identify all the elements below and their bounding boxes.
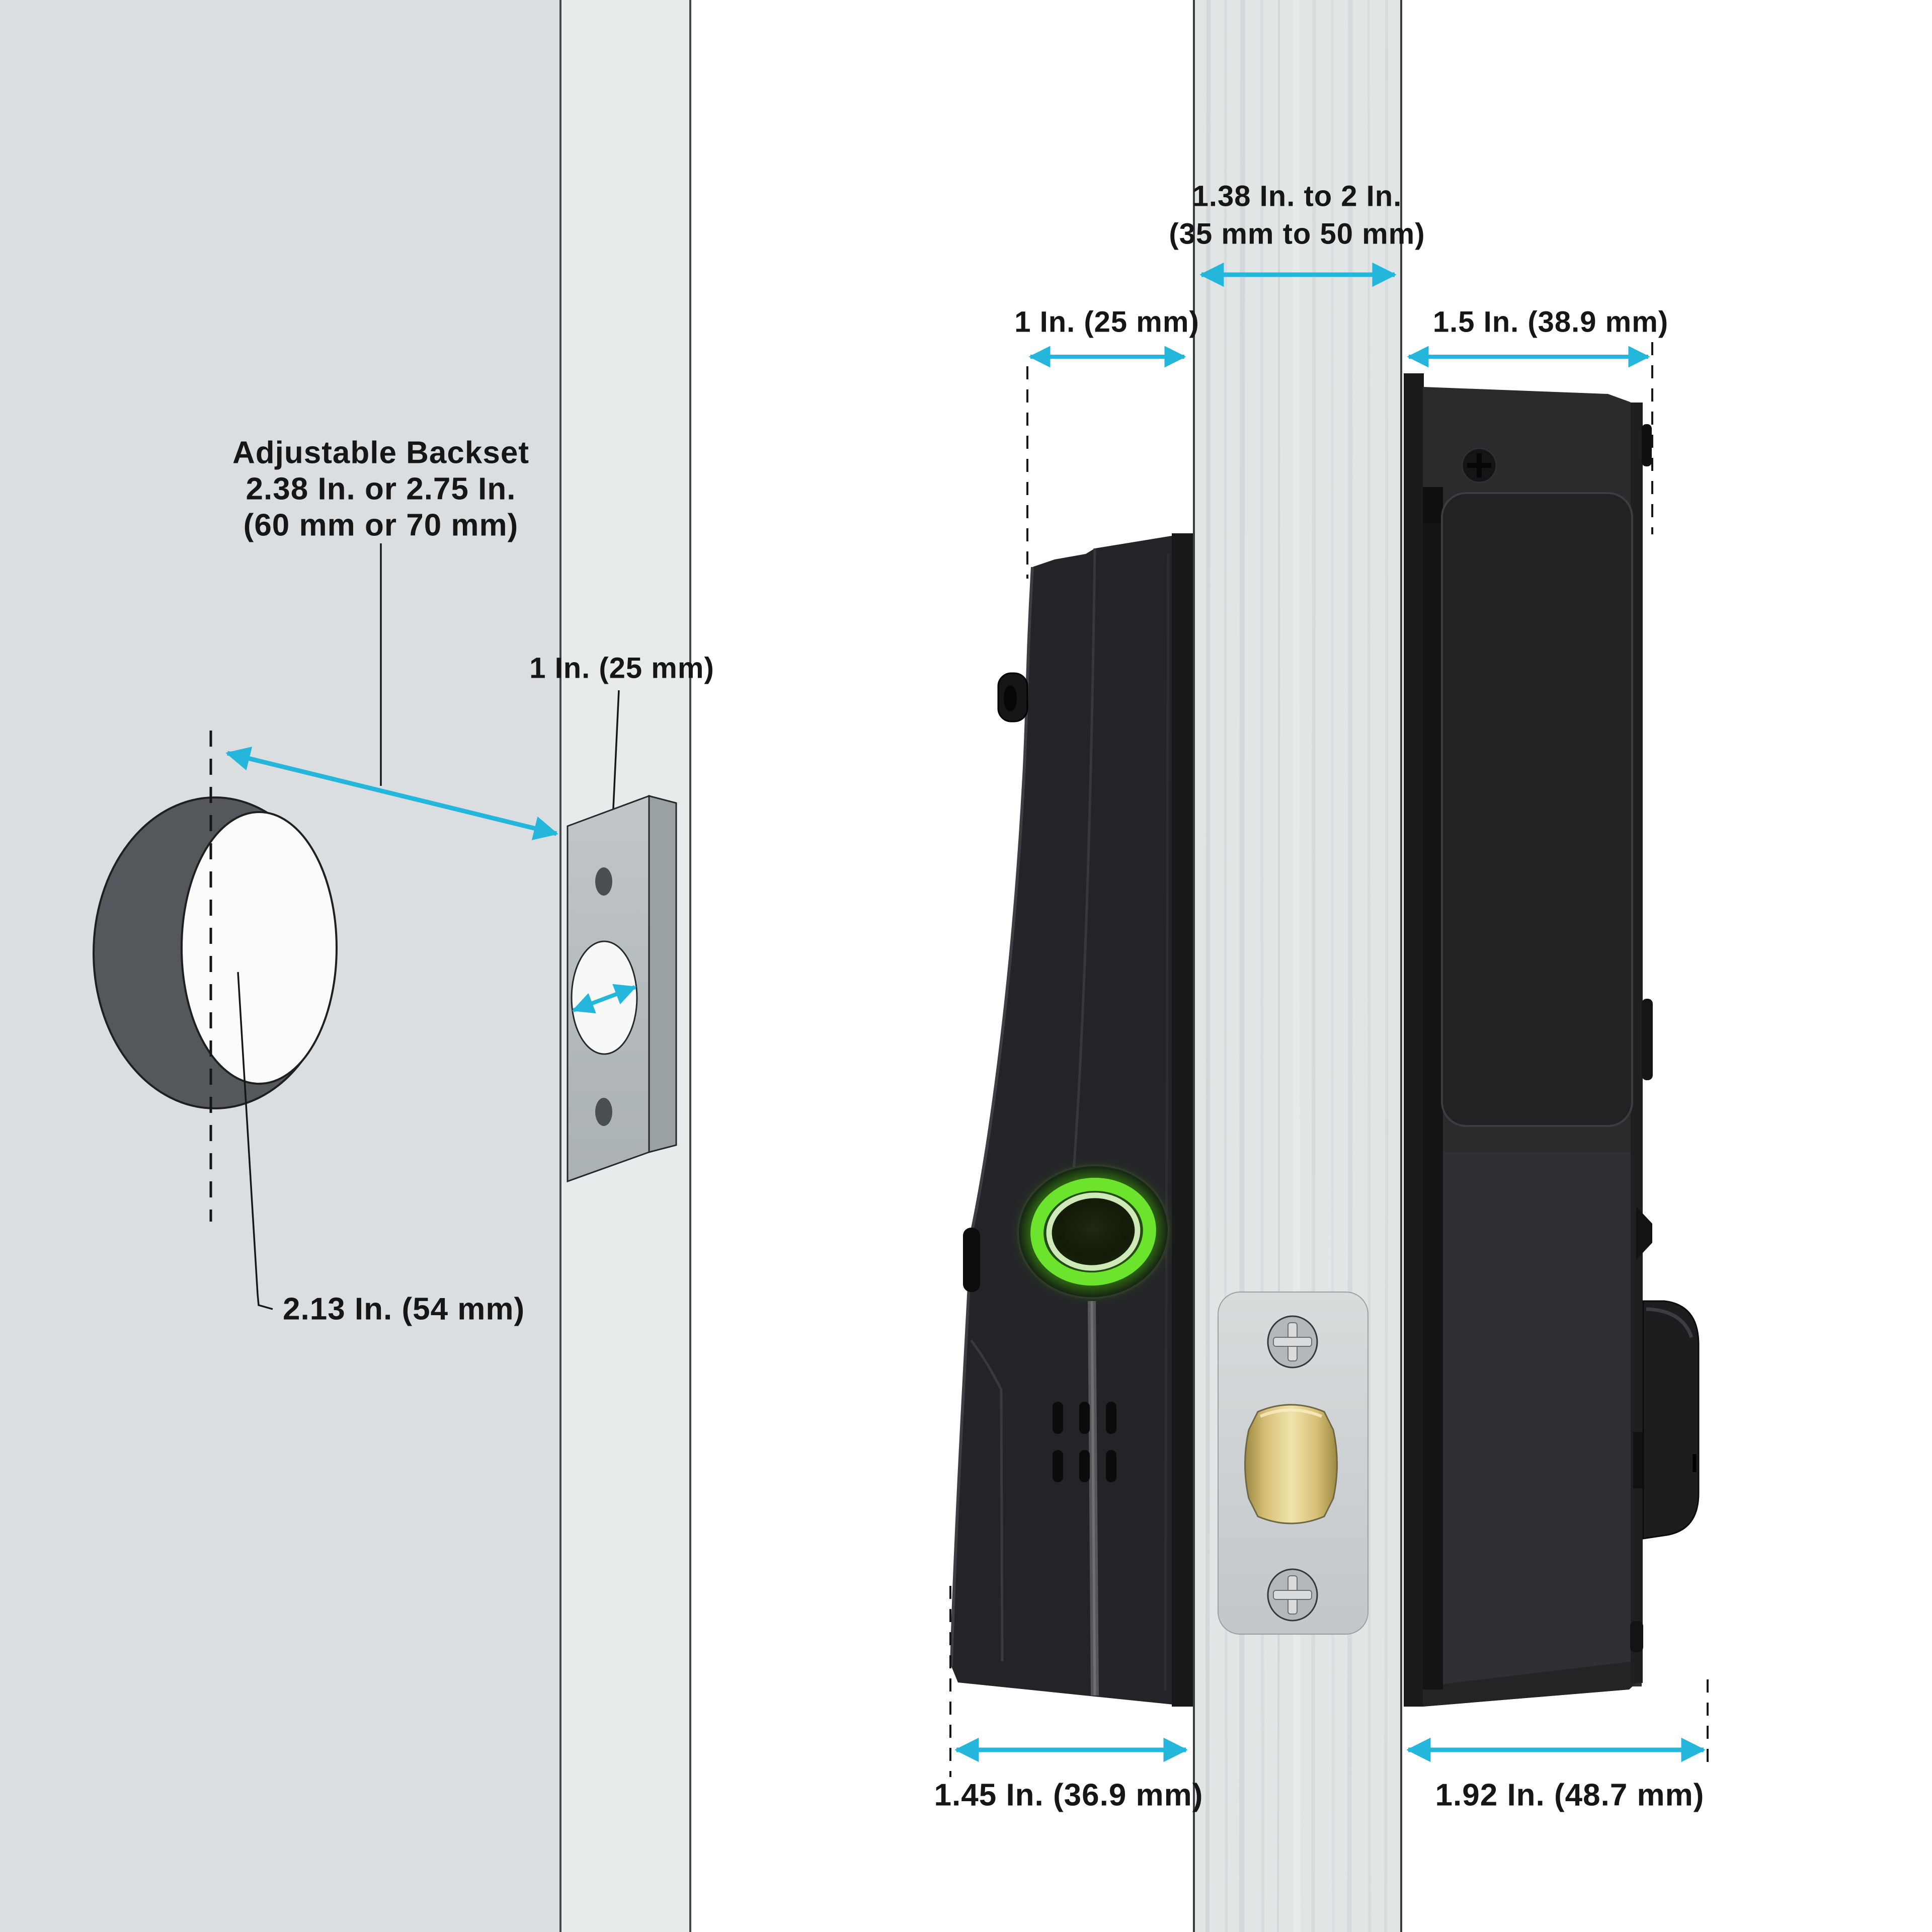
edge-bore-plate [567, 794, 677, 1183]
edge-screw-knob-bottom [1630, 1621, 1643, 1652]
screw-cross-horizontal [1273, 1590, 1312, 1600]
edge-plate-screw-hole-bottom [595, 1098, 612, 1126]
bottom-dimensions: 1.45 In. (36.9 mm) 1.92 In. (48.7 mm) [934, 1586, 1709, 1813]
cross-bore-opening [181, 811, 338, 1085]
fingerprint-ring-green [1030, 1177, 1156, 1286]
exterior-seam-right [1164, 553, 1170, 1691]
exterior-lock-body [950, 533, 1193, 1707]
exterior-seam-left [1069, 548, 1096, 1208]
backset-label-line2: 2.38 In. or 2.75 In. [246, 472, 516, 507]
cross-bore-hole [93, 796, 338, 1109]
exterior-front-edge-highlight [950, 567, 1034, 1667]
thumb-turn-knob[interactable] [1642, 1300, 1700, 1540]
edge-plate-side [648, 795, 677, 1153]
interior-body-bottom-bevel [1423, 1660, 1642, 1707]
door-thickness-label-line1: 1.38 In. to 2 In. [1192, 180, 1402, 213]
fingerprint-ring-inner [1046, 1192, 1141, 1271]
screw-cross-horizontal [1273, 1337, 1312, 1347]
latch-assembly [1218, 1292, 1369, 1635]
exterior-depth-label: 1.45 In. (36.9 mm) [934, 1778, 1203, 1813]
backset-label-line1: Adjustable Backset [232, 436, 529, 470]
interior-screw [1461, 447, 1497, 484]
interior-clearance-label: 1.5 In. (38.9 mm) [1433, 306, 1668, 339]
interior-lock-body [1404, 373, 1700, 1707]
door-thickness-label-line2: (35 mm to 50 mm) [1169, 218, 1425, 251]
backset-dimension-arrow [225, 747, 558, 840]
interior-mount-flange [1404, 373, 1424, 1707]
latch-bolt-highlight [1259, 1408, 1323, 1418]
side-latch-release [1642, 999, 1653, 1080]
cross-bore-label: 2.13 In. (54 mm) [283, 1292, 525, 1327]
interior-hook-tab [1423, 487, 1443, 523]
speaker-grille [1053, 1402, 1116, 1482]
edge-plate-screw-hole-top [595, 867, 612, 896]
door-face-view: Adjustable Backset 2.38 In. or 2.75 In. … [0, 0, 714, 1932]
battery-cover [1441, 492, 1633, 1127]
door-sensor-tab-hole [1004, 685, 1017, 711]
battery-cover-seam [970, 1339, 1004, 1662]
thumb-turn-highlight [1646, 1307, 1694, 1338]
latch-bolt [1244, 1404, 1338, 1524]
fingerprint-reader[interactable] [1012, 1159, 1174, 1304]
exterior-mount-flange [1172, 533, 1193, 1707]
edge-bore-label: 1 In. (25 mm) [529, 652, 714, 685]
interior-body-lower [1424, 1152, 1642, 1686]
latch-screw-top [1267, 1315, 1318, 1369]
latch-screw-bottom [1267, 1568, 1318, 1622]
edge-screw-knob-top [1636, 1206, 1652, 1260]
interior-depth-label: 1.92 In. (48.7 mm) [1435, 1778, 1705, 1813]
backset-label-line3: (60 mm or 70 mm) [244, 508, 519, 543]
interior-seam-strip [1423, 487, 1443, 1689]
latch-bolt-gold [1244, 1404, 1338, 1524]
fingerprint-sensor-center [1052, 1198, 1135, 1265]
exterior-clearance-label: 1 In. (25 mm) [1014, 306, 1199, 339]
edge-bore-dimension-arrow [572, 984, 637, 1014]
exterior-lower-seam-highlight [1090, 1301, 1096, 1696]
exterior-body-shell [951, 535, 1193, 1707]
front-edge-peg [963, 1228, 980, 1292]
cross-bore-leader-line [237, 972, 273, 1310]
side-button-top[interactable] [1642, 424, 1652, 466]
